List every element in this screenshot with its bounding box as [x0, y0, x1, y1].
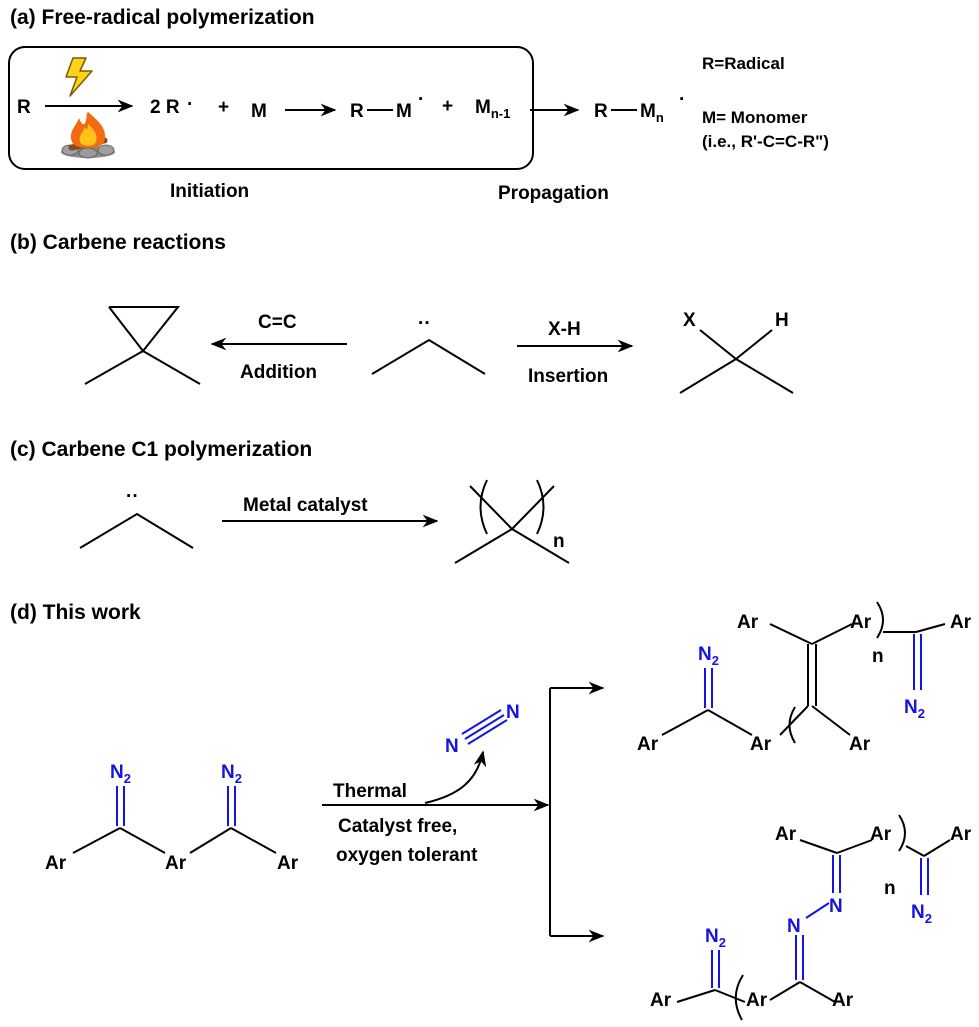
released-n-left: N	[445, 736, 459, 757]
product-branch-arrows	[549, 681, 605, 943]
monomer-ar-3: Ar	[277, 853, 299, 874]
initiation-box	[8, 46, 534, 170]
product-polyene: N2 Ar Ar Ar Ar Ar n Ar N2	[637, 601, 972, 755]
panel-c: (c) Carbene C1 polymerization ·· Metal c…	[10, 438, 570, 564]
label-insertion: Insertion	[528, 366, 608, 387]
carbene-dots-b: ··	[418, 313, 431, 334]
legend-monomer-example: (i.e., R'-C=C-R")	[702, 132, 829, 151]
monomer-ar-2: Ar	[165, 853, 187, 874]
carbene-structure-c: ··	[79, 486, 194, 549]
panel-b-title: (b) Carbene reactions	[10, 231, 226, 254]
polyazine-ar-1: Ar	[650, 990, 672, 1011]
atom-x: X	[683, 310, 696, 331]
rmn-r: R	[594, 101, 608, 122]
plus-2: +	[442, 96, 453, 117]
polyene-ar-6: Ar	[950, 612, 972, 633]
polyazine-n-upper: N	[829, 896, 843, 917]
carbene-dots-c: ··	[126, 486, 139, 507]
insertion-product-structure: X H	[679, 310, 794, 394]
repeat-n-c: n	[553, 531, 565, 552]
rm-m: M	[396, 101, 412, 122]
panel-a: (a) Free-radical polymerization R 2 R · …	[8, 6, 829, 204]
bis-diazo-monomer: N2 N2 Ar Ar Ar	[45, 762, 299, 874]
plus-1: +	[218, 97, 229, 118]
nitrogen-release: N N	[424, 702, 520, 804]
polycarbene-structure: n	[454, 479, 570, 564]
polyazine-ar-2: Ar	[746, 990, 768, 1011]
rmn-m: Mn	[640, 101, 664, 125]
released-n-right: N	[506, 702, 520, 723]
polyazine-ar-5: Ar	[870, 824, 892, 845]
polyazine-n-lower: N	[787, 916, 801, 937]
panel-d-title: (d) This work	[10, 601, 141, 624]
monomer-n2-right: N2	[221, 762, 242, 786]
reagent-cc: C=C	[258, 312, 297, 333]
release-curved-arrow	[424, 750, 487, 804]
product-polyazine: N2 Ar Ar Ar N N Ar Ar n Ar	[650, 814, 972, 1021]
legend-radical: R=Radical	[702, 54, 785, 73]
atom-h: H	[775, 310, 789, 331]
lightning-icon	[65, 57, 93, 97]
polyene-n2-left: N2	[698, 644, 719, 668]
legend-monomer: M= Monomer	[702, 108, 808, 127]
label-catalyst-free: Catalyst free,	[338, 816, 457, 837]
polyazine-ar-3: Ar	[832, 990, 854, 1011]
carbene-structure-b: ··	[371, 313, 486, 375]
monomer-ar-1: Ar	[45, 853, 67, 874]
polyazine-n2-right: N2	[911, 902, 932, 926]
label-initiation: Initiation	[170, 181, 249, 202]
rm-r: R	[350, 101, 364, 122]
polyene-ar-3: Ar	[849, 734, 871, 755]
polyene-n2-right: N2	[904, 697, 925, 721]
panel-c-title: (c) Carbene C1 polymerization	[10, 438, 312, 461]
mn1-m: Mn-1	[475, 97, 510, 121]
polyazine-ar-6: Ar	[950, 824, 972, 845]
polyene-ar-2: Ar	[750, 734, 772, 755]
polyene-ar-1: Ar	[637, 734, 659, 755]
repeat-n-polyazine: n	[884, 878, 896, 899]
panel-b: (b) Carbene reactions C=C Addition ·· X-…	[10, 231, 794, 394]
label-propagation: Propagation	[498, 183, 609, 204]
reagent-xh: X-H	[548, 319, 581, 340]
radical-dot-2: ·	[418, 89, 424, 110]
polyazine-n2-left: N2	[705, 926, 726, 950]
radical-dot-1: ·	[187, 94, 193, 115]
panel-d: (d) This work N2 N2 Ar Ar Ar N N Ther	[10, 601, 972, 1021]
initiator-r: R	[17, 97, 31, 118]
label-metal-catalyst: Metal catalyst	[243, 495, 368, 516]
polyene-ar-5: Ar	[850, 612, 872, 633]
panel-a-title: (a) Free-radical polymerization	[10, 6, 315, 29]
two-radicals: 2 R	[150, 97, 180, 118]
repeat-n-polyene: n	[872, 646, 884, 667]
cyclopropane-structure	[84, 306, 201, 385]
radical-dot-3: ·	[679, 89, 685, 110]
monomer-n2-left: N2	[110, 762, 131, 786]
label-oxygen-tolerant: oxygen tolerant	[336, 845, 478, 866]
label-thermal: Thermal	[333, 781, 407, 802]
polyazine-ar-4: Ar	[775, 824, 797, 845]
campfire-icon	[61, 112, 115, 159]
label-addition: Addition	[240, 362, 317, 383]
monomer-m: M	[251, 101, 267, 122]
polyene-ar-4: Ar	[737, 612, 759, 633]
